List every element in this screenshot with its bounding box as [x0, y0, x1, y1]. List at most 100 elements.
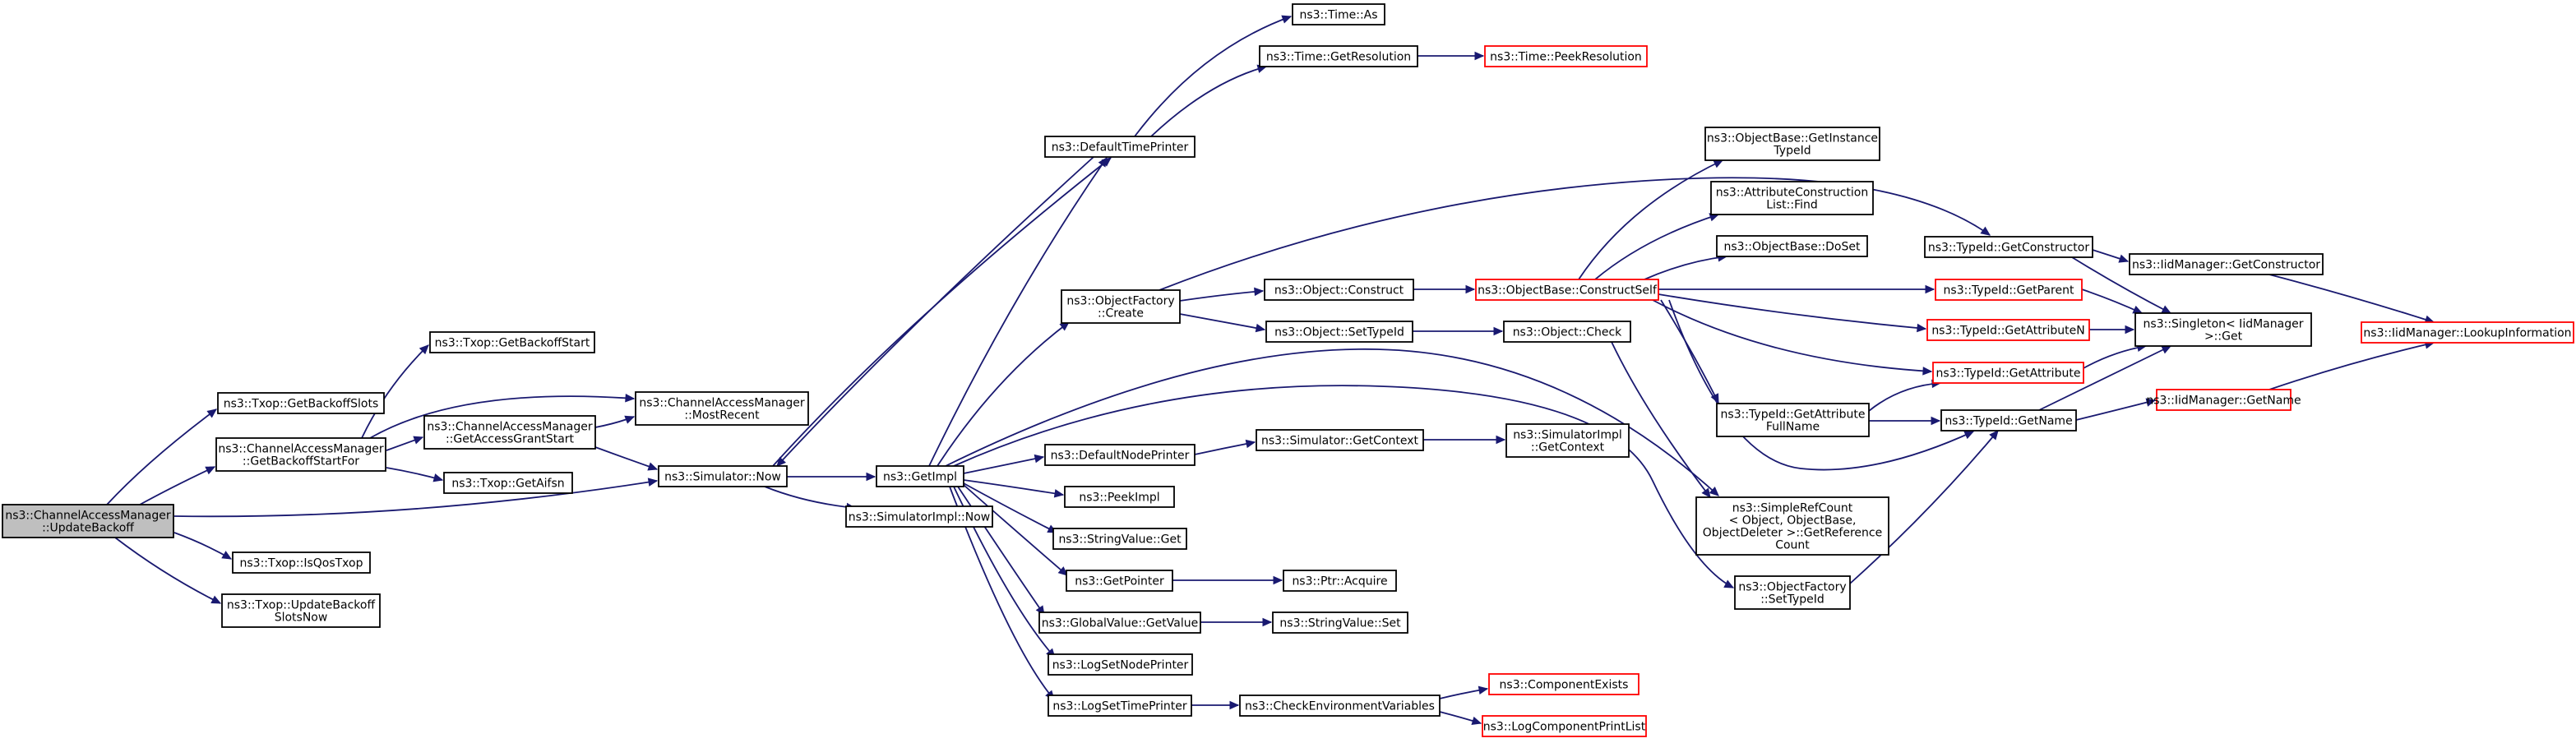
node-box	[423, 415, 596, 450]
call-edge-object-base-construct-self-to-type-id-get-name	[1668, 299, 1974, 471]
node-update-backoff[interactable]: ns3::ChannelAccessManager::UpdateBackoff	[2, 504, 174, 538]
node-ptr-acquire[interactable]: ns3::Ptr::Acquire	[1283, 570, 1397, 592]
node-label-line: ns3::Time::PeekResolution	[1490, 51, 1642, 64]
node-get-backoff-start-for[interactable]: ns3::ChannelAccessManager::GetBackoffSta…	[215, 437, 386, 472]
arrowhead-icon	[1465, 284, 1476, 294]
arrowhead-icon	[1925, 284, 1935, 294]
node-get-backoff-slots[interactable]: ns3::Txop::GetBackoffSlots	[217, 392, 385, 414]
node-box	[1935, 279, 2083, 301]
node-iid-manager-get-constructor[interactable]: ns3::IidManager::GetConstructor	[2129, 253, 2324, 275]
node-get-aifsn[interactable]: ns3::Txop::GetAifsn	[443, 472, 573, 494]
node-label-line: ns3::Simulator::GetContext	[1261, 435, 1419, 448]
node-string-value-set[interactable]: ns3::StringValue::Set	[1272, 611, 1408, 634]
node-object-factory-set-type-id[interactable]: ns3::ObjectFactory::SetTypeId	[1734, 575, 1851, 610]
node-label-line: ns3::Txop::GetBackoffSlots	[224, 398, 379, 411]
node-component-exists[interactable]: ns3::ComponentExists	[1488, 673, 1639, 695]
arrowhead-icon	[1053, 489, 1065, 498]
node-check-env-vars[interactable]: ns3::CheckEnvironmentVariables	[1239, 695, 1441, 717]
node-box	[1064, 486, 1175, 508]
node-label-line: ns3::StringValue::Get	[1058, 533, 1182, 547]
node-simulator-impl-get-context[interactable]: ns3::SimulatorImpl::GetContext	[1505, 423, 1630, 458]
node-log-component-print-list[interactable]: ns3::LogComponentPrintList	[1482, 715, 1647, 737]
node-object-base-construct-self[interactable]: ns3::ObjectBase::ConstructSelf	[1475, 279, 1659, 301]
node-simulator-get-context[interactable]: ns3::Simulator::GetContext	[1256, 429, 1424, 451]
arrowhead-icon	[2118, 254, 2130, 263]
node-simulator-impl-now[interactable]: ns3::SimulatorImpl::Now	[845, 505, 993, 528]
node-box	[1924, 236, 2093, 258]
node-is-qos-txop[interactable]: ns3::Txop::IsQosTxop	[232, 551, 371, 574]
call-edge-object-check-to-simple-ref-count-get-reference-count	[1611, 341, 1711, 498]
node-simple-ref-count-get-reference-count[interactable]: ns3::SimpleRefCount< Object, ObjectBase,…	[1695, 496, 1889, 556]
node-label-line: ::SetTypeId	[1760, 593, 1824, 607]
call-edge-get-impl-to-default-node-printer	[963, 456, 1044, 474]
call-edge-update-backoff-to-simulator-now	[173, 480, 658, 518]
node-box	[1048, 653, 1193, 676]
arrowhead-icon	[1098, 156, 1108, 168]
call-edge-get-impl-to-object-factory-create	[937, 321, 1070, 467]
call-edge-object-factory-create-to-object-construct	[1179, 290, 1264, 302]
node-label-line: ::MostRecent	[684, 409, 760, 422]
node-type-id-get-parent[interactable]: ns3::TypeId::GetParent	[1935, 279, 2083, 301]
call-edge-update-backoff-to-get-backoff-slots	[106, 408, 217, 505]
node-singleton-iid-manager-get[interactable]: ns3::Singleton< IidManager>::Get	[2134, 312, 2312, 347]
arrowhead-icon	[1262, 617, 1273, 627]
node-time-peek-resolution[interactable]: ns3::Time::PeekResolution	[1484, 45, 1648, 67]
arrowhead-icon	[1229, 700, 1240, 710]
node-label-line: ns3::TypeId::GetConstructor	[1928, 242, 2089, 255]
node-global-value-get-value[interactable]: ns3::GlobalValue::GetValue	[1038, 611, 1201, 634]
node-type-id-get-attribute[interactable]: ns3::TypeId::GetAttribute	[1932, 362, 2084, 384]
node-type-id-get-name[interactable]: ns3::TypeId::GetName	[1940, 409, 2077, 431]
arrowhead-icon	[206, 408, 217, 418]
node-default-time-printer[interactable]: ns3::DefaultTimePrinter	[1044, 136, 1196, 158]
arrowhead-icon	[647, 462, 659, 471]
call-edge-default-time-printer-to-time-as	[1134, 16, 1292, 137]
node-object-factory-create[interactable]: ns3::ObjectFactory::Create	[1061, 289, 1181, 324]
node-get-access-grant-start[interactable]: ns3::ChannelAccessManager::GetAccessGran…	[423, 415, 596, 450]
node-label-line: ::GetContext	[1531, 441, 1605, 455]
node-box	[1048, 695, 1192, 717]
node-get-backoff-start[interactable]: ns3::Txop::GetBackoffStart	[429, 331, 595, 353]
node-default-node-printer[interactable]: ns3::DefaultNodePrinter	[1044, 444, 1196, 466]
node-object-set-type-id[interactable]: ns3::Object::SetTypeId	[1265, 321, 1413, 343]
node-label-line: ns3::ObjectBase::ConstructSelf	[1478, 284, 1658, 298]
node-box	[1716, 403, 1870, 437]
node-time-get-resolution[interactable]: ns3::Time::GetResolution	[1259, 45, 1418, 67]
node-object-construct[interactable]: ns3::Object::Construct	[1264, 279, 1414, 301]
node-type-id-get-constructor[interactable]: ns3::TypeId::GetConstructor	[1924, 236, 2093, 258]
node-object-base-do-set[interactable]: ns3::ObjectBase::DoSet	[1716, 235, 1868, 257]
node-box	[1932, 362, 2084, 384]
call-edge-object-factory-set-type-id-to-type-id-get-name	[1849, 430, 1999, 584]
node-peek-impl[interactable]: ns3::PeekImpl	[1064, 486, 1175, 508]
node-box	[2129, 253, 2324, 275]
node-box	[1475, 279, 1659, 301]
node-object-check[interactable]: ns3::Object::Check	[1503, 321, 1631, 343]
call-edge-simulator-now-to-default-time-printer	[772, 157, 1112, 467]
arrowhead-icon	[1723, 579, 1735, 588]
node-label-line: < Object, ObjectBase,	[1729, 515, 1857, 528]
node-type-id-get-attribute-n[interactable]: ns3::TypeId::GetAttributeN	[1926, 319, 2090, 341]
node-iid-manager-get-name[interactable]: ns3::IidManager::GetName	[2146, 389, 2301, 411]
node-simulator-now[interactable]: ns3::Simulator::Now	[658, 465, 788, 487]
arrowhead-icon	[624, 415, 636, 424]
arrowhead-icon	[1057, 566, 1068, 576]
node-get-pointer[interactable]: ns3::GetPointer	[1066, 570, 1173, 592]
arrowhead-icon	[2161, 305, 2172, 314]
node-string-value-get[interactable]: ns3::StringValue::Get	[1052, 528, 1187, 550]
node-get-impl[interactable]: ns3::GetImpl	[876, 465, 964, 487]
node-time-as[interactable]: ns3::Time::As	[1292, 3, 1385, 25]
node-box	[658, 465, 788, 487]
node-iid-manager-lookup-information[interactable]: ns3::IidManager::LookupInformation	[2361, 321, 2574, 344]
node-box	[1038, 611, 1201, 634]
node-box	[429, 331, 595, 353]
node-most-recent[interactable]: ns3::ChannelAccessManager::MostRecent	[635, 391, 809, 426]
arrowhead-icon	[1245, 439, 1256, 449]
node-label-line: ObjectDeleter >::GetReference	[1703, 527, 1882, 540]
call-edge-update-backoff-to-is-qos-txop	[173, 532, 232, 560]
node-log-set-time-printer[interactable]: ns3::LogSetTimePrinter	[1048, 695, 1192, 717]
node-log-set-node-printer[interactable]: ns3::LogSetNodePrinter	[1048, 653, 1193, 676]
node-label-line: ns3::GetImpl	[883, 471, 957, 484]
